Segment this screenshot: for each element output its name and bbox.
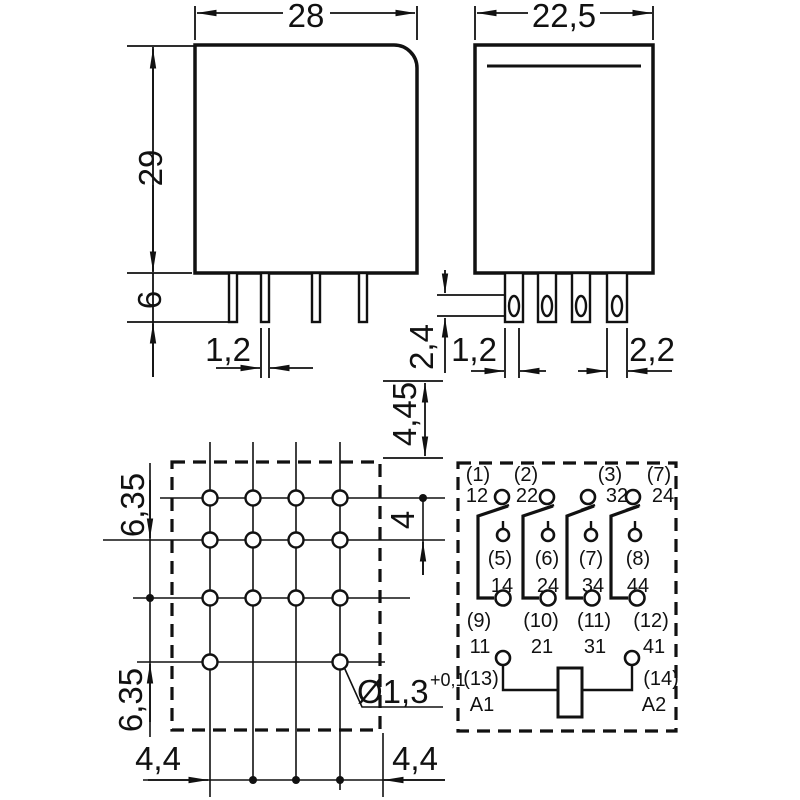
front-view: 28 29 6 1,2 (127, 0, 419, 378)
contact-number-label: 44 (627, 575, 649, 597)
hole-pattern-outline (170, 460, 382, 732)
hole-diameter-label: Ø1,3 (357, 673, 429, 710)
dim-22-5-label: 22,5 (532, 0, 596, 34)
dim-4-4: 4,4 4,4 (135, 733, 445, 797)
contact-number-label: 32 (606, 485, 628, 507)
contact-unit-2 (521, 488, 557, 607)
dim-6-35: 6,35 6,35 (112, 463, 154, 737)
schematic-outline (456, 461, 678, 733)
dim-1-2-side: 1,2 (451, 328, 546, 378)
relay-body-side-outline (473, 43, 655, 275)
dim-4-4-right-label: 4,4 (392, 740, 438, 777)
contact-unit-3 (565, 488, 601, 607)
dim-2-2-label: 2,2 (629, 331, 675, 368)
dim-6-35-upper-label: 6,35 (114, 473, 151, 537)
contact-number-label: 11 (470, 636, 491, 658)
dim-1-2-front: 1,2 (205, 328, 313, 378)
hole-tolerance-label: +0,1 (430, 670, 466, 690)
contact-ref-label: (2) (514, 464, 538, 486)
contact-number-label: 24 (652, 485, 674, 507)
contact-ref-label: (7) (647, 464, 671, 486)
contact-ref-label: (12) (633, 610, 669, 632)
contact-unit-4 (609, 488, 646, 607)
coil-ref-label: (13) (463, 668, 499, 690)
contact-ref-label: (10) (523, 610, 559, 632)
front-view-pins (227, 271, 369, 324)
coil-terminal-label: A2 (642, 694, 666, 716)
dim-1-2-side-label: 1,2 (451, 331, 497, 368)
contact-number-label: 34 (582, 575, 604, 597)
dim-4-4-left-label: 4,4 (135, 740, 181, 777)
schematic: (1) (2) (3) (7) 12 22 32 24 (5) (6) (7) … (456, 461, 679, 733)
dim-2-2: 2,2 (578, 328, 675, 378)
contact-ref-label: (5) (488, 548, 512, 570)
contact-ref-label: (11) (577, 610, 611, 632)
contact-ref-label: (7) (579, 548, 603, 570)
coil-ref-label: (14) (643, 668, 679, 690)
dim-22-5: 22,5 (474, 0, 654, 40)
dim-4-45-label: 4,45 (386, 382, 423, 446)
coil-symbol (494, 649, 641, 719)
contact-ref-label: (8) (626, 548, 650, 570)
contact-ref-label: (9) (467, 610, 491, 632)
contact-number-label: 22 (516, 485, 538, 507)
dim-28: 28 (194, 0, 418, 40)
contact-number-label: 12 (466, 485, 488, 507)
dim-4-label: 4 (384, 511, 421, 529)
hole-diameter-callout: Ø1,3 +0,1 (343, 666, 466, 710)
contact-number-label: 14 (491, 575, 513, 597)
relay-body-front-outline (193, 43, 419, 275)
dim-1-2-front-label: 1,2 (205, 331, 251, 368)
dim-4-45: 4,45 (383, 380, 443, 459)
dim-6-35-lower-label: 6,35 (112, 668, 149, 732)
contact-unit-1 (476, 488, 512, 607)
coil-terminal-label: A1 (470, 694, 494, 716)
dim-29: 29 (127, 45, 194, 272)
hole-grid (201, 489, 349, 671)
dim-4: 4 (384, 494, 427, 575)
contact-number-label: 41 (643, 636, 665, 658)
dim-28-label: 28 (288, 0, 325, 34)
contact-number-label: 31 (584, 636, 606, 658)
side-view-pins (503, 271, 629, 324)
dim-2-4-label: 2,4 (403, 324, 440, 370)
side-view: 22,5 2,4 1,2 2,2 (383, 0, 675, 459)
schematic-labels: (1) (2) (3) (7) 12 22 32 24 (5) (6) (7) … (463, 464, 679, 716)
hole-pattern: 6,35 6,35 4 4,4 4,4 Ø1,3 +0,1 (103, 442, 466, 797)
dim-29-label: 29 (132, 150, 169, 187)
dim-6-label: 6 (131, 291, 168, 309)
dim-6: 6 (127, 272, 236, 377)
contact-ref-label: (6) (535, 548, 559, 570)
contact-number-label: 21 (531, 636, 553, 658)
contact-ref-label: (3) (598, 464, 622, 486)
dim-2-4: 2,4 (403, 270, 506, 373)
contact-ref-label: (1) (466, 464, 490, 486)
contact-number-label: 24 (537, 575, 559, 597)
